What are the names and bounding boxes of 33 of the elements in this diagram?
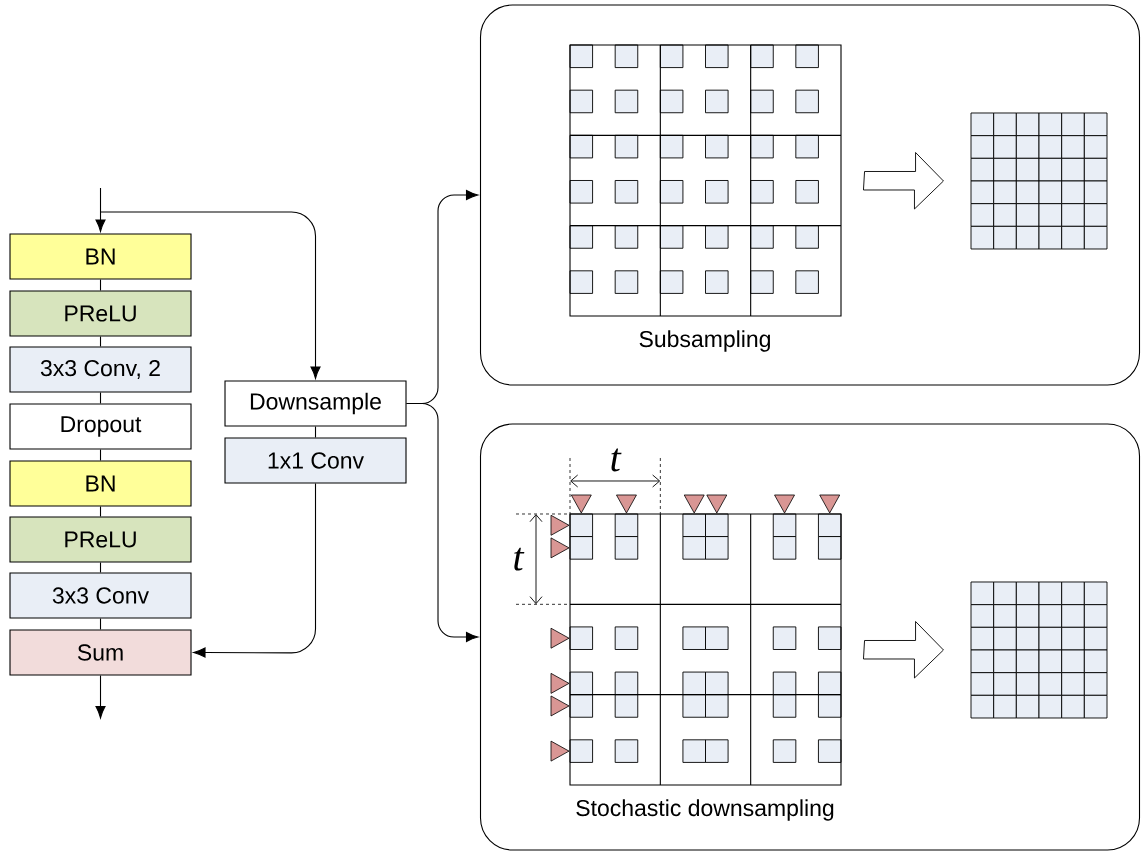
arrow — [99, 211, 321, 379]
feature-map-drawing — [569, 513, 842, 786]
layer-box: 3x3 Conv — [9, 572, 192, 619]
dimension-label: t — [514, 547, 525, 571]
layer-box: 1x1 Conv — [224, 437, 407, 484]
panel-caption: Subsampling — [639, 330, 770, 352]
arrow — [95, 675, 106, 719]
feature-map-drawing — [970, 112, 1108, 250]
layer-box: PReLU — [9, 516, 192, 563]
arrow — [406, 402, 479, 643]
layer-box: PReLU — [9, 290, 192, 337]
layer-box: Downsample — [224, 380, 407, 427]
dimension-label: t — [611, 448, 622, 472]
arrow — [193, 483, 317, 658]
connector-line — [99, 449, 102, 461]
panel-caption: Stochastic downsampling — [576, 799, 834, 821]
layer-box: Dropout — [9, 403, 192, 450]
layer-box: BN — [9, 460, 192, 507]
connector-line — [99, 562, 102, 573]
arrow — [95, 187, 106, 232]
connector-line — [314, 426, 317, 438]
hollow-arrow — [863, 152, 944, 210]
connector-line — [99, 618, 102, 630]
connector-line — [99, 392, 102, 404]
layer-box: Sum — [9, 629, 192, 676]
hollow-arrow — [863, 621, 944, 679]
layer-box: BN — [9, 233, 192, 280]
connector-line — [99, 336, 102, 347]
layer-box: 3x3 Conv, 2 — [9, 346, 192, 393]
connector-line — [99, 279, 102, 291]
feature-map-drawing — [569, 44, 842, 317]
feature-map-drawing — [970, 581, 1108, 719]
connector-line — [99, 506, 102, 517]
